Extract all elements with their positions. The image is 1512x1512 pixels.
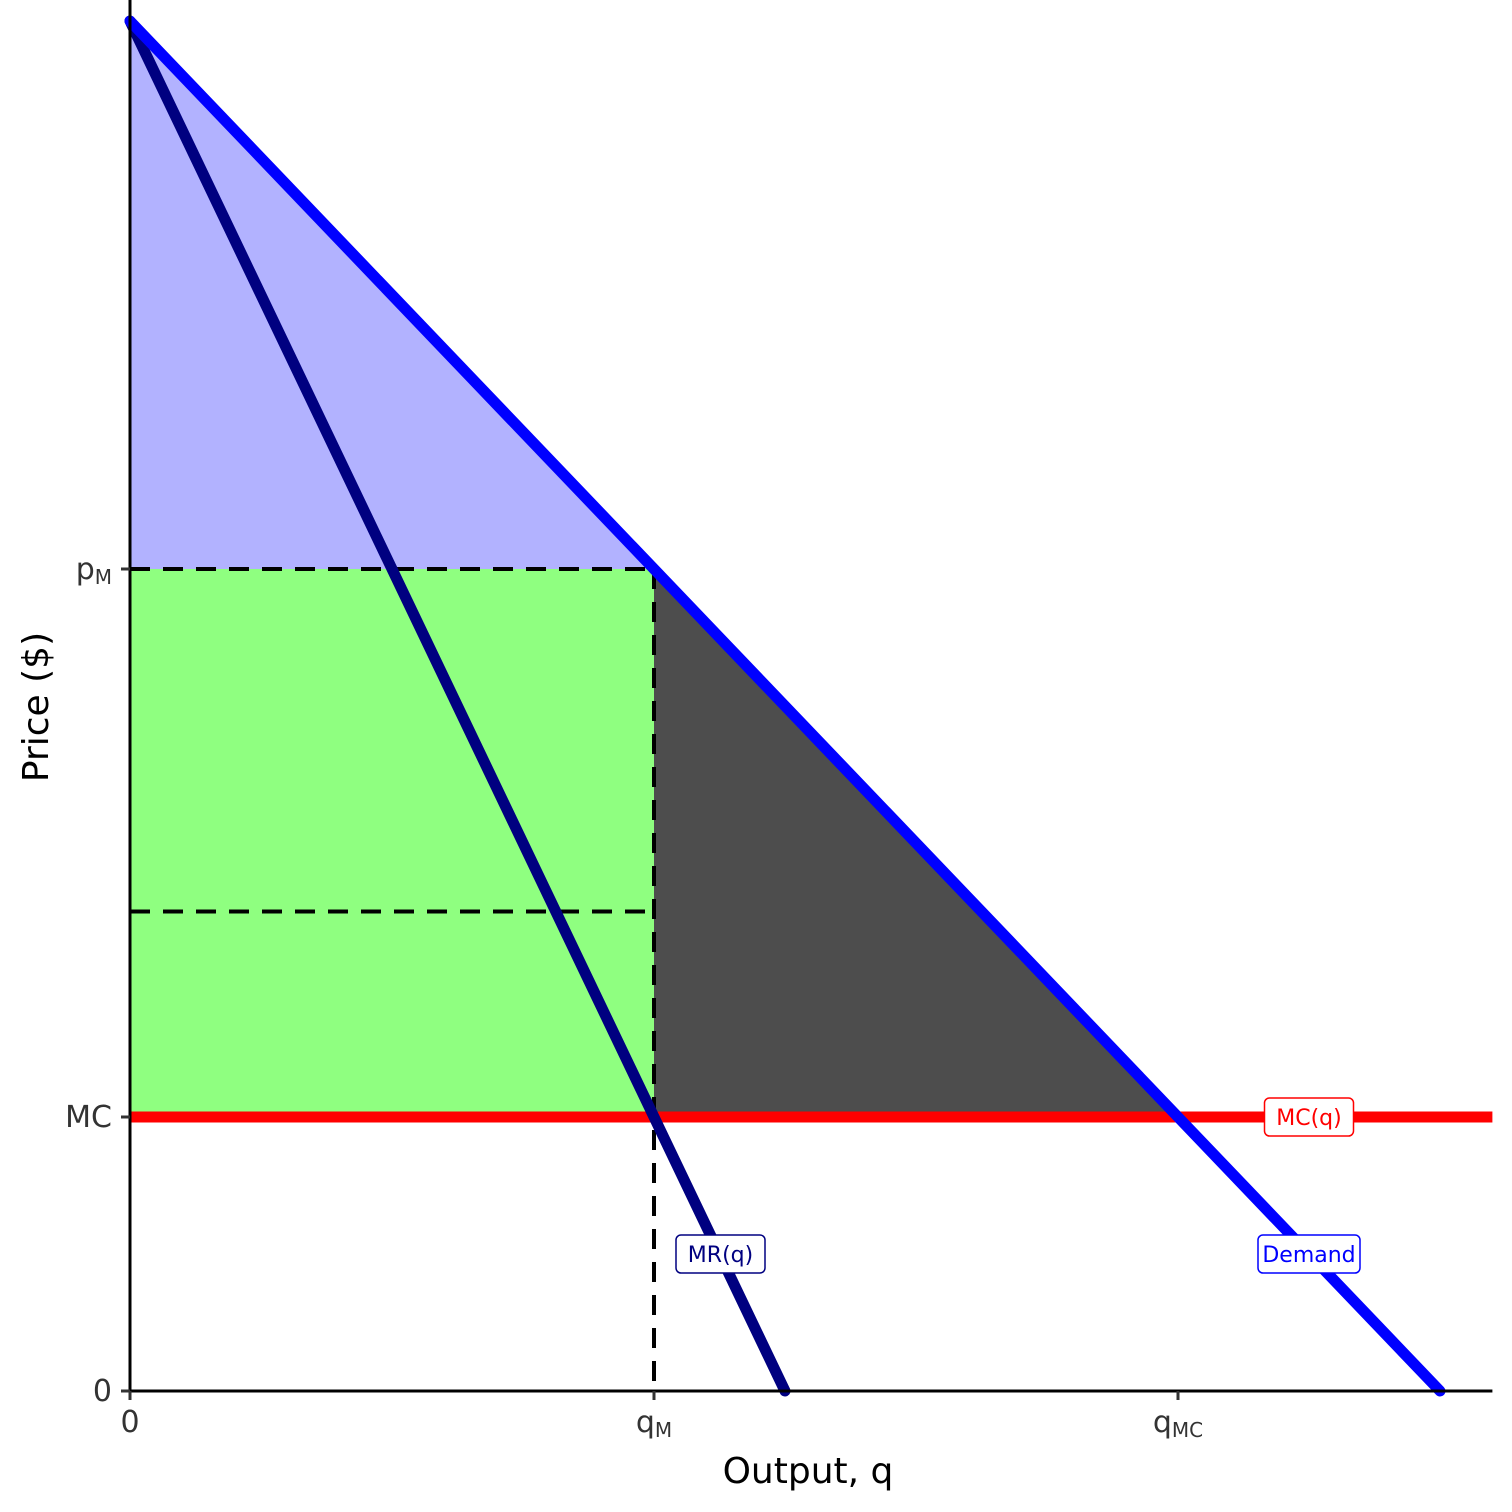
axes	[128, 0, 1493, 1393]
demand-label: Demand	[1257, 1234, 1361, 1274]
y-tick-label: 0	[93, 1374, 112, 1409]
label-box	[675, 1234, 766, 1274]
mr-q-label: MR(q)	[675, 1234, 766, 1274]
y-tick-label: MC	[65, 1100, 112, 1135]
demand-line	[124, 15, 1446, 1397]
y-tick-label: pM	[76, 552, 112, 589]
label-box	[1263, 1097, 1355, 1137]
guide-lines	[130, 567, 656, 1391]
label-text: MC(q)	[1276, 1106, 1341, 1131]
x-tick-label: qM	[636, 1405, 672, 1442]
mr-q-line	[124, 15, 791, 1397]
x-tick-label: qMC	[1153, 1405, 1203, 1442]
label-text: Demand	[1262, 1243, 1355, 1268]
label-box	[1257, 1234, 1361, 1274]
x-axis-title: Output, q	[723, 1451, 894, 1492]
label-text: MR(q)	[688, 1243, 753, 1268]
producer-surplus-area	[130, 569, 654, 1117]
y-axis-title: Price ($)	[16, 632, 57, 782]
mc-q-label: MC(q)	[1263, 1097, 1355, 1137]
curve-labels: MC(q) MR(q) Demand	[675, 1097, 1361, 1274]
x-tick-label: 0	[120, 1405, 139, 1440]
